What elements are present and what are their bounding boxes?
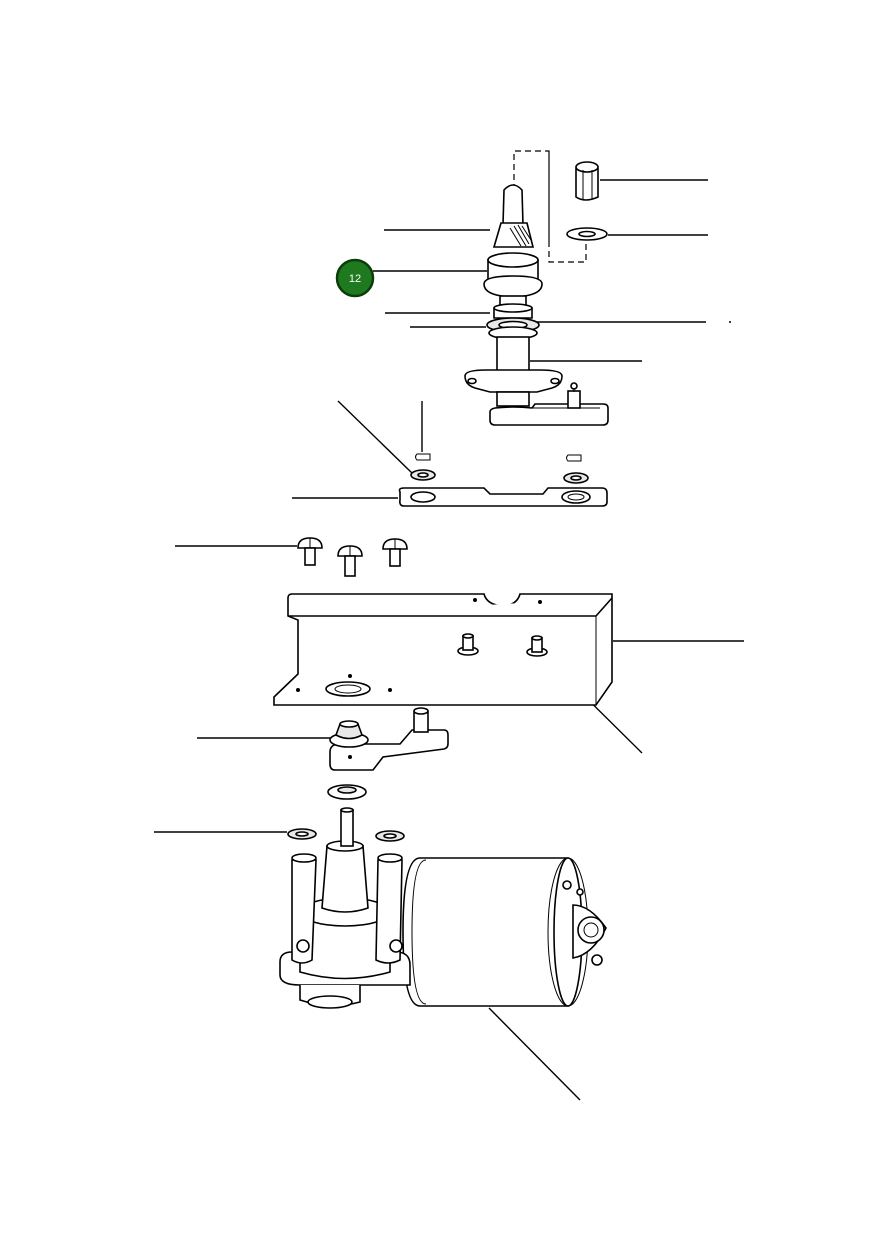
leader-line-motor — [488, 1007, 581, 1101]
screw-2 — [337, 545, 363, 577]
motor-washers — [287, 784, 405, 842]
spindle-assembly — [464, 184, 609, 426]
callout-label: 12 — [349, 273, 361, 285]
screw-3 — [382, 538, 408, 567]
cap-nut — [575, 161, 599, 201]
clips-and-washers — [410, 453, 589, 484]
link-plate — [398, 487, 608, 507]
stud-left — [457, 633, 479, 656]
leader-line-lock-washer — [337, 400, 414, 475]
screw-1 — [297, 537, 323, 566]
assembly-guide-dashed — [513, 150, 587, 263]
wiper-motor — [279, 807, 607, 1009]
mounting-bracket — [273, 593, 613, 706]
callout-marker-12[interactable]: 12 — [335, 258, 375, 298]
screws — [297, 537, 408, 577]
crank-arm — [329, 707, 449, 771]
stud-right — [526, 635, 548, 657]
leader-lines — [154, 179, 744, 1101]
crank-nut — [329, 720, 369, 748]
callout-circle — [335, 258, 375, 298]
flat-washer-top — [566, 227, 608, 241]
stray-dot — [729, 321, 731, 323]
